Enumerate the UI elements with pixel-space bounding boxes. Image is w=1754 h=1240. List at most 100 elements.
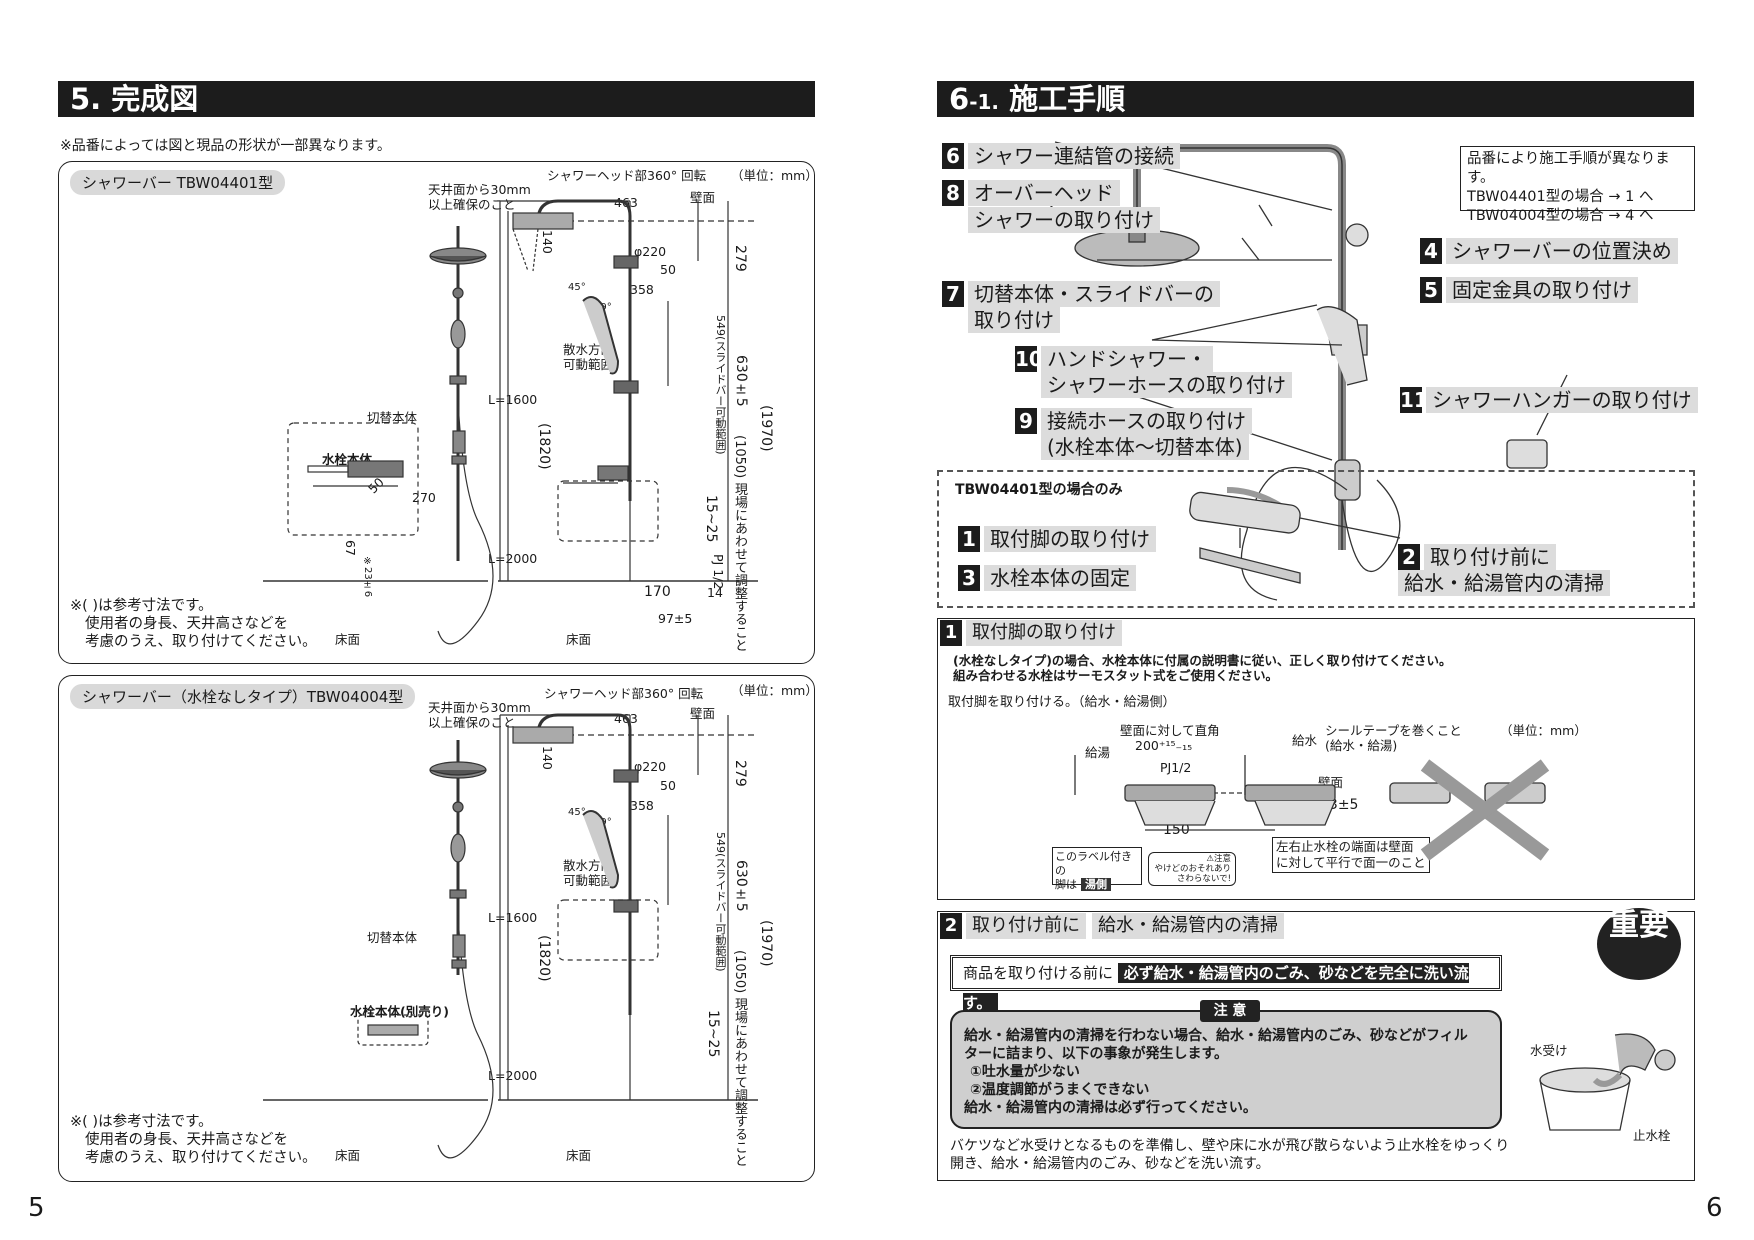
step1-wall-perp: 壁面に対して直角 <box>1120 723 1220 738</box>
panel2-ceiling-note-1: 天井面から30mm <box>428 700 531 715</box>
step2-banner: 商品を取り付ける前に 必ず給水・給湯管内のごみ、砂などを完全に洗い流す。 <box>950 955 1502 1013</box>
page-number-left: 5 <box>28 1193 45 1223</box>
panel1-drawing <box>263 199 758 645</box>
panel2-dim-220: φ220 <box>634 759 667 774</box>
step2-caution-line2: ターに詰まり、以下の事象が発生します。 <box>964 1046 1229 1062</box>
panel1-ref-note-1: ※( )は参考寸法です。 <box>70 598 213 614</box>
panel2-spray-range-2: 可動範囲 <box>563 873 614 888</box>
step1-note2: 組み合わせる水栓はサーモスタット式をご使用ください。 <box>953 668 1279 683</box>
panel2-ref-note-3: 考慮のうえ、取り付けてください。 <box>85 1150 317 1166</box>
step1-intro: 取付脚を取り付ける。（給水・給湯側） <box>948 695 1176 710</box>
faucet-overview-drawing <box>1189 491 1401 584</box>
panel1-dim-1970: (1970) <box>758 405 774 452</box>
panel2-angle-45: 45° <box>568 807 586 818</box>
step1-parallel-1: 左右止水栓の端面は壁面 <box>1276 839 1414 854</box>
panel1-angle-45: 45° <box>568 282 586 293</box>
panel1-dim-97: 97±5 <box>658 611 693 626</box>
step2-stop-valve: 止水栓 <box>1633 1128 1671 1143</box>
panel1-dim-220: φ220 <box>634 244 667 259</box>
panel2-dim-279: 279 <box>732 760 748 787</box>
panel2-ref-note-1: ※( )は参考寸法です。 <box>70 1114 213 1130</box>
panel2-dim-1820: (1820) <box>536 935 552 982</box>
panel1-dim-50: 50 <box>660 262 676 277</box>
panel-tbw04004 <box>58 675 815 1182</box>
tbw04401-only-label: TBW04401型の場合のみ <box>955 482 1123 498</box>
step2-caution-line5: 給水・給湯管内の清掃は必ず行ってください。 <box>964 1100 1257 1116</box>
panel1-dim-23: ※23±6 <box>362 556 373 598</box>
panel1-dim-15-25: 15~25 <box>703 495 719 543</box>
step1-hot: 給湯 <box>1085 745 1111 760</box>
order-note-line1: 品番により施工手順が異なります。 <box>1467 151 1670 186</box>
panel1-dim-14: 14 <box>707 585 723 600</box>
panel1-spray-range-2: 可動範囲 <box>563 357 614 372</box>
order-note-box: 品番により施工手順が異なります。 TBW04401型の場合 → 1 へ TBW0… <box>1460 146 1695 224</box>
step-9-line2: (水栓本体～切替本体) <box>1015 434 1249 460</box>
panel2-label: シャワーバー（水栓なしタイプ）TBW04004型 <box>70 684 416 709</box>
panel2-unit: （単位：mm） <box>731 683 818 698</box>
step1-caution-sticker: ⚠注意 やけどのおそれあり さわらないで! <box>1148 852 1236 886</box>
panel1-dim-1820: (1820) <box>536 423 552 470</box>
panel-tbw04401 <box>58 161 815 664</box>
step2-caution-line4: ②温度調節がうまくできない <box>970 1082 1150 1098</box>
step-8-line2: シャワーの取り付け <box>942 207 1160 233</box>
panel2-drawing <box>263 713 758 1159</box>
panel2-switch-body: 切替本体 <box>367 930 418 945</box>
panel1-dim-170: 170 <box>644 584 671 600</box>
page-number-right: 6 <box>1706 1193 1723 1223</box>
panel2-dim-140: 140 <box>540 746 555 770</box>
step1-cold: 給水 <box>1292 733 1318 748</box>
step-7-line2: 取り付け <box>942 307 1060 333</box>
panel1-wall: 壁面 <box>690 190 716 205</box>
tbw04401-only-box <box>937 470 1695 608</box>
note-top: ※品番によっては図と現品の形状が一部異なります。 <box>60 138 391 154</box>
order-note-line2: TBW04401型の場合 → 1 へ <box>1467 189 1654 205</box>
panel2-dim-630: 630±5 <box>733 860 749 912</box>
bucket-drawing <box>1539 1033 1676 1131</box>
panel1-dim-549: 549(スライドバー可動範囲) <box>714 315 727 455</box>
panel1-ceiling-note-1: 天井面から30mm <box>428 182 531 197</box>
panel2-ceiling-note-2: 以上確保のこと <box>428 715 516 730</box>
panel1-floor-1: 床面 <box>335 632 361 647</box>
panel2-wall: 壁面 <box>690 706 716 721</box>
step1-parallel-2: に対して平行で面一のこと <box>1276 855 1426 870</box>
panel2-floor-1: 床面 <box>335 1148 361 1163</box>
step-10-line2: シャワーホースの取り付け <box>1015 372 1292 398</box>
panel2-head-rotation: シャワーヘッド部360° 回転 <box>544 686 704 701</box>
step1-caution-2: やけどのおそれあり <box>1154 864 1231 874</box>
section-title-sub: -1. <box>969 90 1000 114</box>
panel2-floor-2: 床面 <box>566 1148 592 1163</box>
panel2-dim-358: 358 <box>630 798 654 813</box>
step1-hot-label: 湯側 <box>1081 878 1111 891</box>
step1-label-note-2: 脚は <box>1055 878 1077 891</box>
panel1-dim-67: 67 <box>343 540 358 556</box>
panel2-spray-range-1: 散水方向 <box>563 858 614 873</box>
panel1-unit: （単位：mm） <box>731 168 818 183</box>
panel2-faucet-body: 水栓本体(別売り) <box>350 1004 449 1019</box>
panel1-ref-note-3: 考慮のうえ、取り付けてください。 <box>85 634 317 650</box>
step1-seal-2: (給水・給湯) <box>1325 738 1398 753</box>
step1-pj: PJ1/2 <box>1160 760 1192 775</box>
panel1-switch-body: 切替本体 <box>367 410 418 425</box>
step1-label-note: このラベル付きの 脚は湯側 <box>1052 847 1142 891</box>
important-badge: 重要 <box>1597 908 1681 980</box>
step1-dim-200: 200⁺¹⁵₋₁₅ <box>1135 738 1193 753</box>
step2-caution-line3: ①吐水量が少ない <box>970 1064 1080 1080</box>
step2-footer-1: バケツなど水受けとなるものを準備し、壁や床に水が飛び散らないよう止水栓をゆっくり <box>950 1138 1510 1154</box>
step1-parallel-note: 左右止水栓の端面は壁面 に対して平行で面一のこと <box>1272 837 1430 873</box>
section-title-main: 6 <box>949 82 970 116</box>
panel1-label: シャワーバー TBW04401型 <box>70 170 286 195</box>
panel1-floor-2: 床面 <box>566 632 592 647</box>
step1-caution-1: ⚠注意 <box>1206 854 1231 864</box>
